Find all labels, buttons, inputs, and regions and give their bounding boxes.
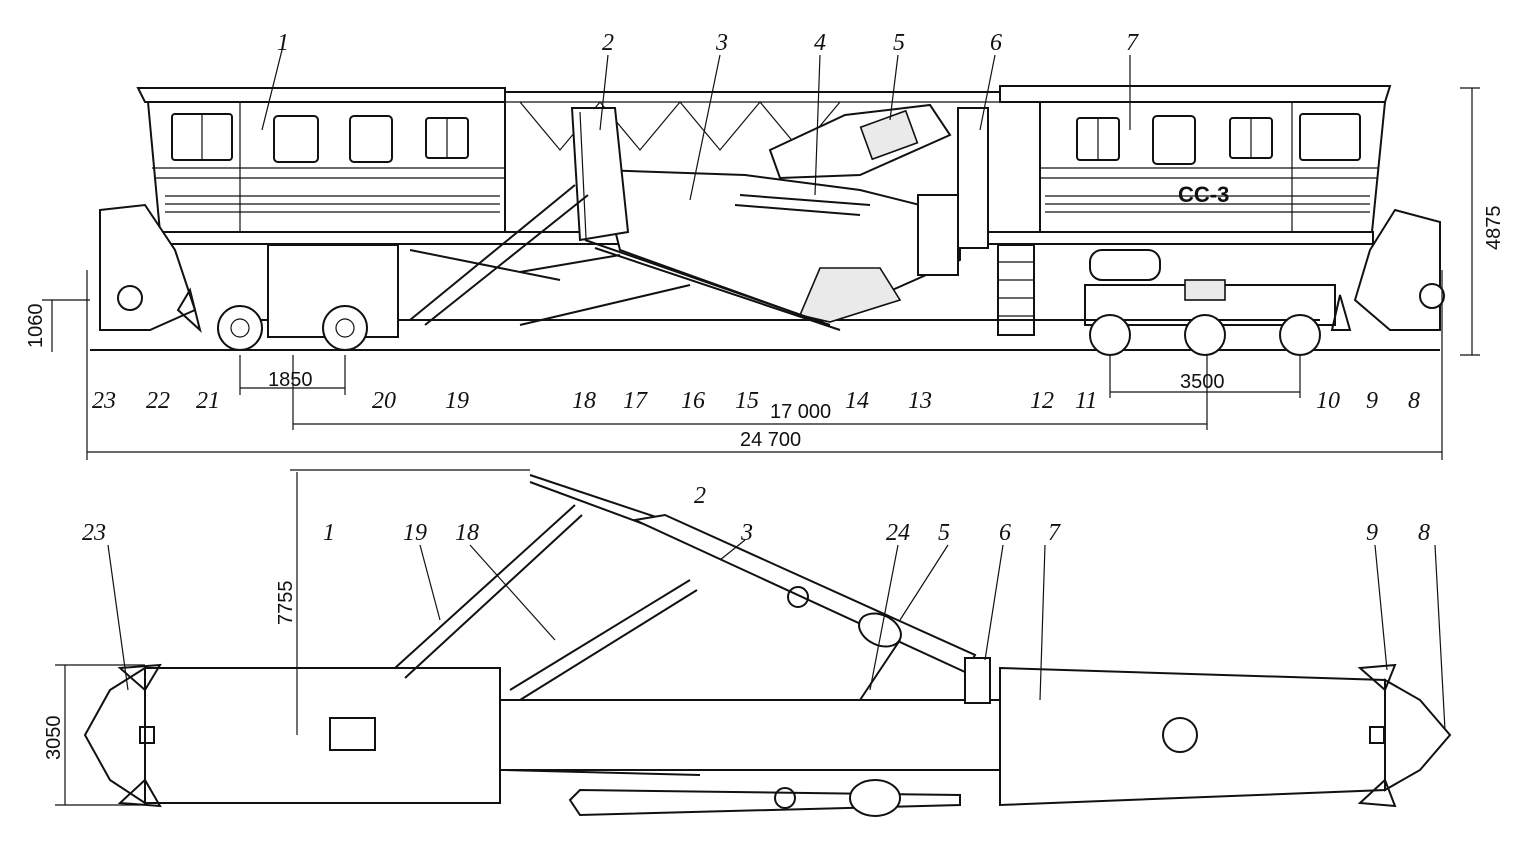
column-plan (964, 657, 991, 704)
label-14: 14 (845, 388, 869, 414)
top-label-9: 9 (1366, 520, 1378, 546)
dim-total-height: 4875 (1483, 206, 1505, 251)
label-12: 12 (1030, 388, 1054, 414)
label-1-cab: 1 (277, 30, 289, 56)
dim-plow-height: 1060 (25, 304, 47, 349)
label-16: 16 (681, 388, 705, 414)
right-wheel-1 (1089, 314, 1131, 356)
label-10: 10 (1316, 388, 1340, 414)
plough-blade (570, 107, 630, 242)
right-wheel-2 (1184, 314, 1226, 356)
label-3-wing: 3 (715, 30, 728, 56)
label-9: 9 (1366, 388, 1378, 414)
label-5-mechanism: 5 (893, 30, 905, 56)
top-label-7: 7 (1048, 520, 1061, 546)
top-label-1: 1 (323, 520, 335, 546)
right-cab-roof (999, 85, 1392, 103)
stowed-wing-plan (568, 788, 961, 817)
label-22: 22 (146, 388, 170, 414)
left-car-plan (144, 667, 501, 804)
left-cab-roof (136, 87, 506, 103)
label-4-cylinder: 4 (814, 30, 826, 56)
top-label-5: 5 (938, 520, 950, 546)
top-label-6: 6 (999, 520, 1011, 546)
label-2-plough: 2 (602, 30, 614, 56)
right-car-plan (999, 666, 1386, 807)
top-label-8: 8 (1418, 520, 1430, 546)
wing-tip (798, 267, 902, 323)
top-label-18: 18 (455, 520, 479, 546)
top-label-24: 24 (886, 520, 910, 546)
label-7-cab: 7 (1126, 30, 1139, 56)
dim-overall-length: 24 700 (740, 429, 801, 451)
left-wheel-1 (217, 305, 263, 351)
dim-wing-reach: 7755 (275, 581, 297, 626)
label-19: 19 (445, 388, 469, 414)
top-label-19: 19 (403, 520, 427, 546)
label-17: 17 (623, 388, 648, 414)
guide-column (957, 107, 989, 249)
deployed-wing-plan (631, 513, 977, 674)
top-label-23: 23 (82, 520, 106, 546)
left-wheel-2 (322, 305, 368, 351)
dim-right-bogie: 3500 (1180, 371, 1225, 393)
label-18: 18 (572, 388, 596, 414)
side-view: СС-3 (25, 30, 1505, 460)
wing-housing (598, 168, 961, 324)
label-21: 21 (196, 388, 220, 414)
left-end-plough-plan (83, 666, 146, 805)
right-end-plough-plan (1384, 678, 1452, 792)
label-6-column: 6 (990, 30, 1002, 56)
label-11: 11 (1075, 388, 1097, 414)
label-20: 20 (372, 388, 396, 414)
dim-width: 3050 (43, 716, 65, 761)
cylinder-bracket (917, 194, 959, 276)
top-label-2: 2 (694, 483, 706, 509)
top-view: 7755 3050 23 1 19 18 2 3 24 5 6 7 9 8 (43, 469, 1452, 817)
label-13: 13 (908, 388, 932, 414)
dim-bogie-centers: 17 000 (770, 401, 831, 423)
right-plough (1353, 208, 1441, 331)
top-label-3: 3 (740, 520, 753, 546)
lifting-cylinder-housing (768, 103, 952, 180)
label-8: 8 (1408, 388, 1420, 414)
label-15: 15 (735, 388, 759, 414)
car-number-label: СС-3 (1178, 182, 1229, 207)
dim-left-bogie: 1850 (268, 369, 313, 391)
right-wheel-3 (1279, 314, 1321, 356)
label-23: 23 (92, 388, 116, 414)
middle-section-plan (499, 699, 1001, 771)
